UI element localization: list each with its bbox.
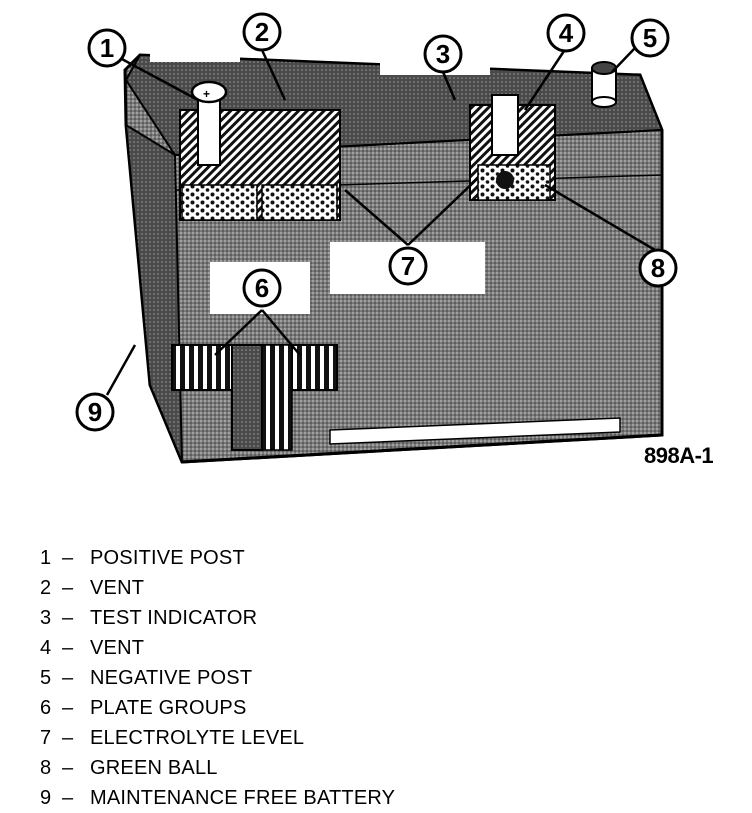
- callout-6-text: 6: [255, 273, 269, 303]
- callout-6: 6: [242, 268, 282, 308]
- legend-number: 2: [40, 577, 52, 599]
- legend-item: 2–VENT: [40, 573, 395, 603]
- legend-label: VENT: [90, 637, 145, 659]
- legend-label: PLATE GROUPS: [90, 697, 247, 719]
- test-indicator: [491, 94, 519, 189]
- legend-item: 6–PLATE GROUPS: [40, 693, 395, 723]
- legend-item: 1–POSITIVE POST: [40, 543, 395, 573]
- figure-code: 898A-1: [644, 443, 714, 468]
- legend-separator: –: [62, 697, 74, 719]
- callout-1: 1: [87, 28, 127, 68]
- label-panel-2: [150, 22, 240, 62]
- legend-label: MAINTENANCE FREE BATTERY: [90, 787, 396, 809]
- callout-7: 7: [388, 246, 428, 286]
- callout-3: 3: [423, 34, 463, 74]
- callout-5: 5: [630, 18, 670, 58]
- legend-number: 5: [40, 667, 52, 689]
- callout-3-text: 3: [436, 39, 450, 69]
- legend-separator: –: [62, 607, 74, 629]
- callout-2: 2: [242, 12, 282, 52]
- callout-7-text: 7: [401, 251, 415, 281]
- callout-1-text: 1: [100, 33, 114, 63]
- callouts: 1 2 3 4 5 6 7 8 9: [75, 12, 678, 432]
- battery-diagram: + 1 2 3 4 5 6: [75, 12, 714, 468]
- callout-2-text: 2: [255, 17, 269, 47]
- legend-label: POSITIVE POST: [90, 547, 245, 569]
- callout-4: 4: [546, 13, 586, 53]
- legend-label: GREEN BALL: [90, 757, 218, 779]
- legend-number: 6: [40, 697, 52, 719]
- legend-separator: –: [62, 637, 74, 659]
- legend-separator: –: [62, 667, 74, 689]
- legend-number: 3: [40, 607, 52, 629]
- legend-item: 7–ELECTROLYTE LEVEL: [40, 723, 395, 753]
- legend-separator: –: [62, 757, 74, 779]
- legend-item: 5–NEGATIVE POST: [40, 663, 395, 693]
- svg-text:+: +: [203, 87, 210, 101]
- leader-lines: [105, 47, 656, 396]
- legend-item: 8–GREEN BALL: [40, 753, 395, 783]
- positive-post: +: [190, 80, 228, 166]
- plate-groups: [171, 344, 338, 451]
- callout-8: 8: [638, 248, 678, 288]
- callout-8-text: 8: [651, 253, 665, 283]
- negative-post: [591, 61, 617, 108]
- legend-list: 1–POSITIVE POST 2–VENT 3–TEST INDICATOR …: [40, 543, 395, 813]
- legend-item: 4–VENT: [40, 633, 395, 663]
- callout-5-text: 5: [643, 23, 657, 53]
- callout-9: 9: [75, 392, 115, 432]
- legend-label: VENT: [90, 577, 145, 599]
- legend-label: NEGATIVE POST: [90, 667, 253, 689]
- callout-9-text: 9: [88, 397, 102, 427]
- legend-label: TEST INDICATOR: [90, 607, 258, 629]
- legend-separator: –: [62, 787, 74, 809]
- legend-number: 9: [40, 787, 52, 809]
- legend-item: 3–TEST INDICATOR: [40, 603, 395, 633]
- legend-separator: –: [62, 727, 74, 749]
- legend-separator: –: [62, 547, 74, 569]
- legend-number: 4: [40, 637, 52, 659]
- legend-label: ELECTROLYTE LEVEL: [90, 727, 305, 749]
- legend-item: 9–MAINTENANCE FREE BATTERY: [40, 783, 395, 813]
- legend-separator: –: [62, 577, 74, 599]
- legend-number: 8: [40, 757, 52, 779]
- callout-4-text: 4: [559, 18, 574, 48]
- legend-number: 7: [40, 727, 52, 749]
- battery-illustration: + 1 2 3 4 5 6: [75, 12, 678, 464]
- legend-number: 1: [40, 547, 52, 569]
